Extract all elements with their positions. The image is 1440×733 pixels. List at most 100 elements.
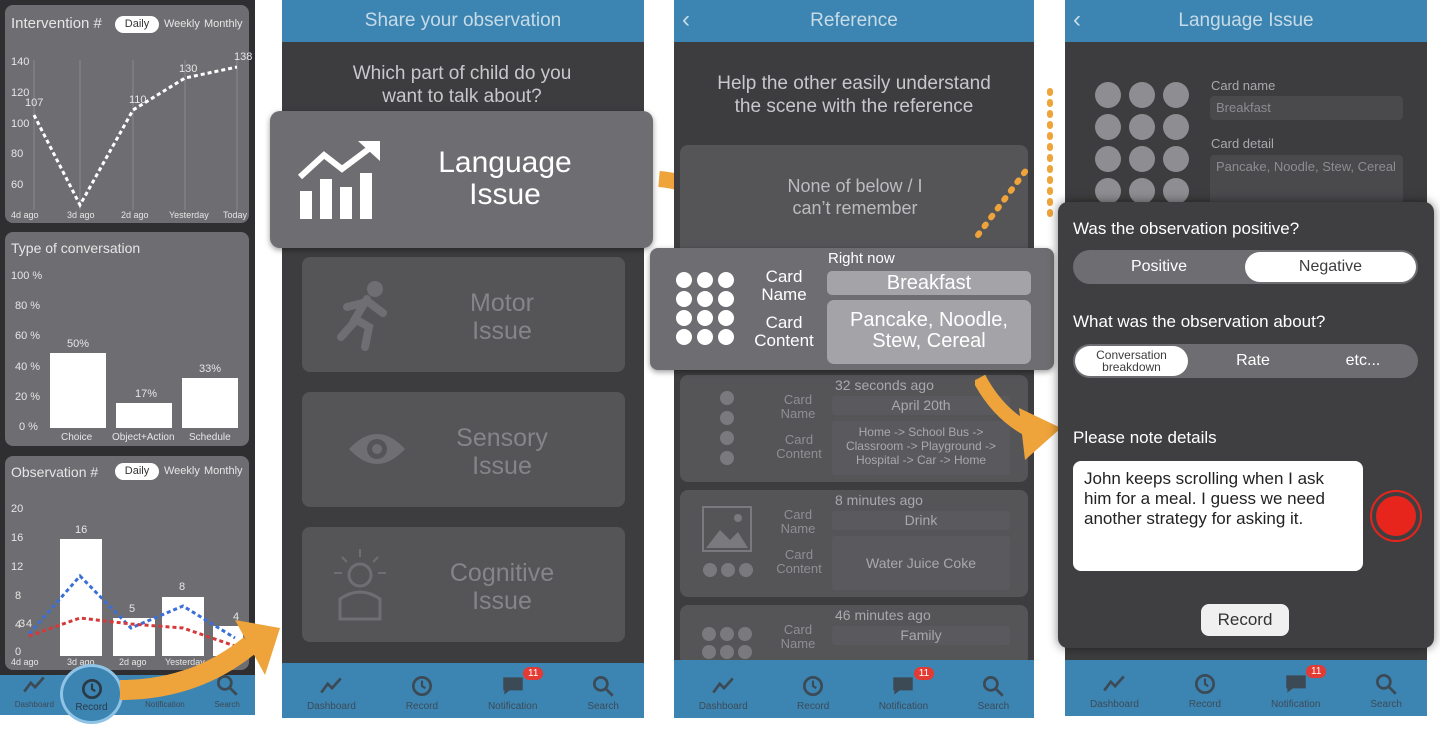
dashboard-screen: Intervention # Daily Weekly Monthly 140 … xyxy=(0,0,255,715)
y-tick: 80 xyxy=(11,148,24,160)
card-detail-label: Card detail xyxy=(1211,136,1274,151)
y-tick: 20 xyxy=(11,503,24,515)
data-label: 3 xyxy=(19,618,26,630)
header-bar: ‹Reference xyxy=(674,0,1034,42)
observation-form-sheet: Was the observation positive? Positive N… xyxy=(1058,202,1434,648)
intervention-card: Intervention # Daily Weekly Monthly 140 … xyxy=(5,5,253,223)
card-content-label: Card Content xyxy=(776,432,822,461)
tab-dashboard[interactable]: Dashboard xyxy=(307,673,356,712)
x-tick: 2d ago xyxy=(119,657,147,667)
none-option-label: None of below / I can’t remember xyxy=(787,176,923,218)
header-title: Language Issue xyxy=(1178,10,1314,31)
observation-daily-toggle[interactable]: Daily xyxy=(115,463,159,480)
header-title: Share your observation xyxy=(364,10,562,31)
y-tick: 100 xyxy=(11,118,30,130)
back-icon[interactable]: ‹ xyxy=(682,6,690,33)
record-submit-button[interactable]: Record xyxy=(1201,604,1289,636)
tab-search[interactable]: Search xyxy=(214,672,240,709)
message-icon xyxy=(1285,675,1306,693)
card-detail-field[interactable]: Pancake, Noodle, Stew, Cereal xyxy=(1210,155,1403,205)
bar-label: Choice xyxy=(61,432,93,443)
image-icon xyxy=(702,506,753,577)
option-motor[interactable]: Motor Issue xyxy=(302,257,625,372)
chart-trend-icon xyxy=(320,677,343,694)
growth-chart-icon xyxy=(297,141,380,219)
tab-record[interactable]: Record xyxy=(797,673,829,712)
notification-badge: 11 xyxy=(913,667,935,680)
data-label: 138 xyxy=(234,51,253,63)
positive-option[interactable]: Positive xyxy=(1130,258,1188,275)
tab-search[interactable]: Search xyxy=(587,673,619,712)
tab-dashboard[interactable]: Dashboard xyxy=(699,673,748,712)
record-dot-icon xyxy=(1376,496,1416,536)
current-reference-card[interactable]: Right now Card Name Breakfast Card Conte… xyxy=(650,248,1054,370)
tab-dashboard[interactable]: Dashboard xyxy=(15,672,54,709)
tab-label: Dashboard xyxy=(14,700,54,709)
tab-label: Record xyxy=(405,701,439,712)
card-name-label: Card name xyxy=(1211,78,1276,93)
intervention-weekly-toggle[interactable]: Weekly xyxy=(164,18,200,30)
back-icon[interactable]: ‹ xyxy=(1073,6,1081,33)
flow-arrow-icon xyxy=(975,374,1061,460)
message-icon xyxy=(893,677,914,695)
data-label: 4 xyxy=(233,611,240,623)
bar-choice xyxy=(50,353,106,428)
y-tick: 16 xyxy=(11,532,24,544)
negative-option[interactable]: Negative xyxy=(1245,252,1416,282)
observation-weekly-toggle[interactable]: Weekly xyxy=(164,465,200,477)
etc-option[interactable]: etc... xyxy=(1345,352,1381,369)
record-highlight-button[interactable]: Record xyxy=(60,664,123,724)
data-label: 107 xyxy=(25,97,44,109)
details-textarea[interactable]: John keeps scrolling when I ask him for … xyxy=(1073,461,1363,571)
option-sensory[interactable]: Sensory Issue xyxy=(302,392,625,507)
option-cognitive[interactable]: Cognitive Issue xyxy=(302,527,625,642)
reference-card[interactable]: 8 minutes ago Card Name Drink Card Conte… xyxy=(680,490,1028,597)
tab-label: Notification xyxy=(878,701,929,712)
tab-record[interactable]: Record xyxy=(1189,671,1221,710)
data-label: 4 xyxy=(26,618,33,630)
chart-trend-icon xyxy=(23,676,46,693)
search-icon xyxy=(593,675,614,697)
intervention-daily-toggle[interactable]: Daily xyxy=(115,16,159,33)
conversation-breakdown-option[interactable]: Conversation breakdown xyxy=(1075,346,1188,376)
tab-record[interactable]: Record xyxy=(406,673,438,712)
question-text: Which part of child do you want to talk … xyxy=(352,63,572,107)
rate-option[interactable]: Rate xyxy=(1236,352,1270,369)
option-label: Sensory Issue xyxy=(456,424,548,480)
y-tick: 8 xyxy=(15,590,22,602)
about-segmented: Conversation breakdown Rate etc... xyxy=(1073,344,1418,378)
bar-value: 17% xyxy=(135,388,158,400)
reference-card[interactable]: 32 seconds ago Card Name April 20th Card… xyxy=(680,375,1028,482)
option-language[interactable]: Language Issue xyxy=(270,111,653,248)
card-time: 8 minutes ago xyxy=(835,492,923,508)
data-label: 110 xyxy=(129,94,147,106)
x-tick: 3d ago xyxy=(67,657,95,667)
tab-dashboard[interactable]: Dashboard xyxy=(1090,671,1139,710)
reference-card[interactable]: 46 minutes ago Card Name Family xyxy=(680,605,1028,665)
voice-record-button[interactable] xyxy=(1370,490,1422,542)
tab-notification[interactable]: Notification xyxy=(145,700,185,709)
none-option[interactable]: None of below / I can’t remember xyxy=(680,145,1028,255)
card-content-label: Card Content xyxy=(754,313,814,350)
chart-trend-icon xyxy=(1103,675,1126,692)
y-tick: 120 xyxy=(11,87,30,99)
observation-monthly-toggle[interactable]: Monthly xyxy=(204,465,243,477)
tab-search[interactable]: Search xyxy=(1370,671,1402,710)
bar-object-action xyxy=(116,403,172,428)
tab-search[interactable]: Search xyxy=(978,673,1009,712)
card-name-label: Card Name xyxy=(780,507,816,536)
card-name-field[interactable]: Breakfast xyxy=(1210,96,1403,120)
intervention-monthly-toggle[interactable]: Monthly xyxy=(204,18,243,30)
y-tick: 0 % xyxy=(19,421,38,433)
history-clock-icon xyxy=(1194,673,1215,695)
option-label: Language Issue xyxy=(438,146,572,211)
y-tick: 60 % xyxy=(15,330,41,342)
observation-card: Observation # Daily Weekly Monthly 20 16… xyxy=(5,456,249,670)
history-clock-icon xyxy=(411,675,432,697)
bar-label: Object+Action xyxy=(112,432,175,443)
card-name-value: Breakfast xyxy=(827,271,1031,295)
